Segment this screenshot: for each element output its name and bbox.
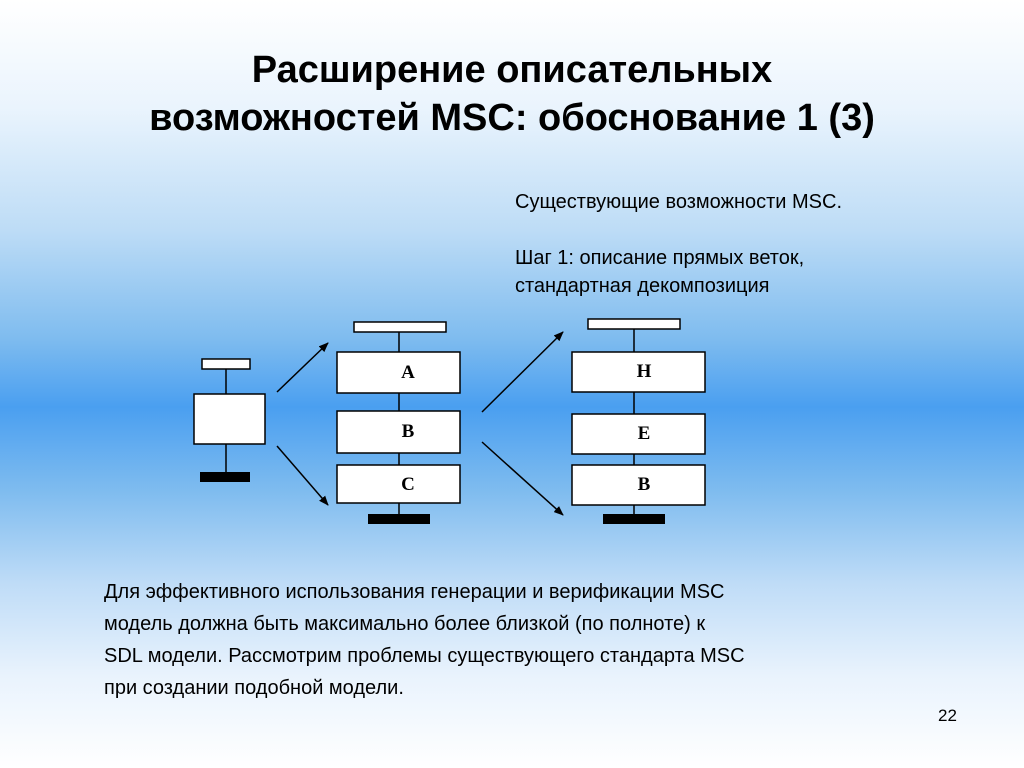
right-msc-instance: Н Е В xyxy=(571,318,706,524)
slide-title: Расширение описательных возможностей MSC… xyxy=(0,46,1024,142)
arrow-middle-down xyxy=(481,441,564,516)
body-line-3: SDL модели. Рассмотрим проблемы существу… xyxy=(104,645,745,667)
left-msc-instance xyxy=(193,358,266,482)
middle-instance-head xyxy=(353,321,447,333)
right-instance-head xyxy=(587,318,681,330)
middle-msc-instance: A B C xyxy=(336,321,461,524)
right-box-3 xyxy=(571,464,706,506)
middle-box-c-label: C xyxy=(401,474,415,495)
right-box-3-label: В xyxy=(638,474,651,495)
body-line-2: модель должна быть максимально более бли… xyxy=(104,613,706,635)
right-box-1 xyxy=(571,351,706,393)
step-line-1: Шаг 1: описание прямых веток, xyxy=(515,247,805,269)
right-box-2 xyxy=(571,413,706,455)
left-instance-head xyxy=(201,358,251,370)
existing-caption-text: Существующие возможности MSC. xyxy=(515,191,843,213)
right-instance-end xyxy=(603,514,665,524)
left-instance-end xyxy=(200,472,250,482)
body-paragraph: Для эффективного использования генерации… xyxy=(104,576,954,704)
left-reference-box xyxy=(193,393,266,445)
middle-instance-end xyxy=(368,514,430,524)
right-box-2-label: Е xyxy=(638,423,651,444)
middle-box-a xyxy=(336,351,461,394)
arrow-left-down xyxy=(276,445,329,506)
middle-box-b-label: B xyxy=(402,421,415,442)
right-box-1-label: Н xyxy=(637,361,652,382)
middle-box-c xyxy=(336,464,461,504)
step-line-2: стандартная декомпозиция xyxy=(515,275,770,297)
arrow-middle-up xyxy=(481,331,564,413)
title-line-2: возможностей MSC: обоснование 1 (3) xyxy=(149,97,875,139)
existing-capabilities-caption: Существующие возможности MSC. xyxy=(515,188,985,216)
middle-box-a-label: A xyxy=(401,362,415,383)
step-description: Шаг 1: описание прямых веток, стандартна… xyxy=(515,244,985,300)
body-line-1: Для эффективного использования генерации… xyxy=(104,581,725,603)
body-line-4: при создании подобной модели. xyxy=(104,677,404,699)
title-line-1: Расширение описательных xyxy=(251,49,773,91)
middle-box-b xyxy=(336,410,461,454)
page-number: 22 xyxy=(938,706,957,725)
arrow-left-up xyxy=(276,342,329,393)
